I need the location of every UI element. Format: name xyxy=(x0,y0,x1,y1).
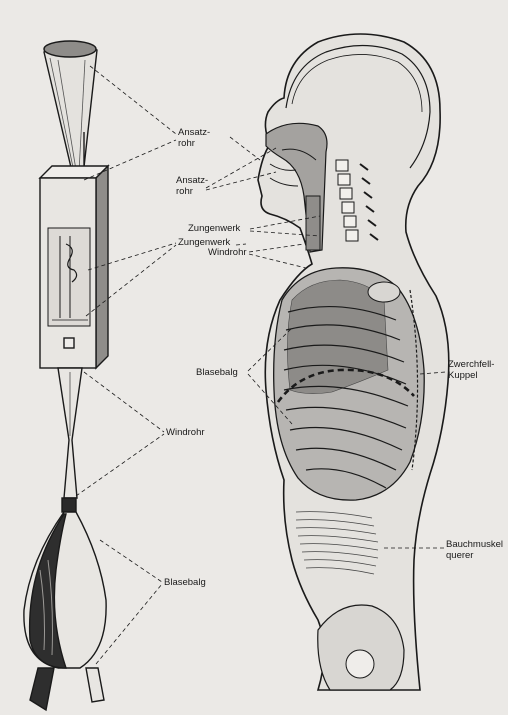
label-ansatzrohr-body: Ansatz- rohr xyxy=(176,176,208,197)
label-ansatzrohr-body-line2: rohr xyxy=(176,187,208,198)
label-zwerchfell-kuppel: Zwerchfell- Kuppel xyxy=(448,360,494,381)
label-ansatzrohr-pipe-line1: Ansatz- xyxy=(178,128,210,139)
pipe-resonator-cone xyxy=(44,41,97,178)
label-bauchmuskel-line1: Bauchmuskel xyxy=(446,540,503,551)
label-ansatzrohr-body-line1: Ansatz- xyxy=(176,176,208,187)
organ-pipe xyxy=(24,41,108,710)
pipe-wind-tube xyxy=(58,368,82,512)
label-blasebalg-pipe: Blasebalg xyxy=(164,578,206,589)
label-bauchmuskel-line2: querer xyxy=(446,551,503,562)
human-figure xyxy=(258,34,449,690)
pipe-bellows xyxy=(24,512,106,710)
thorax xyxy=(274,268,425,500)
label-ansatzrohr-pipe-line2: rohr xyxy=(178,139,210,150)
label-zungenwerk-body: Zungenwerk xyxy=(188,224,240,235)
label-blasebalg-body: Blasebalg xyxy=(196,368,238,379)
label-bauchmuskel-querer: Bauchmuskel querer xyxy=(446,540,503,561)
label-ansatzrohr-pipe: Ansatz- rohr xyxy=(178,128,210,149)
label-zwerchfell-line1: Zwerchfell- xyxy=(448,360,494,371)
label-windrohr-pipe: Windrohr xyxy=(166,428,205,439)
label-windrohr-body: Windrohr xyxy=(208,248,247,259)
label-zwerchfell-line2: Kuppel xyxy=(448,371,494,382)
